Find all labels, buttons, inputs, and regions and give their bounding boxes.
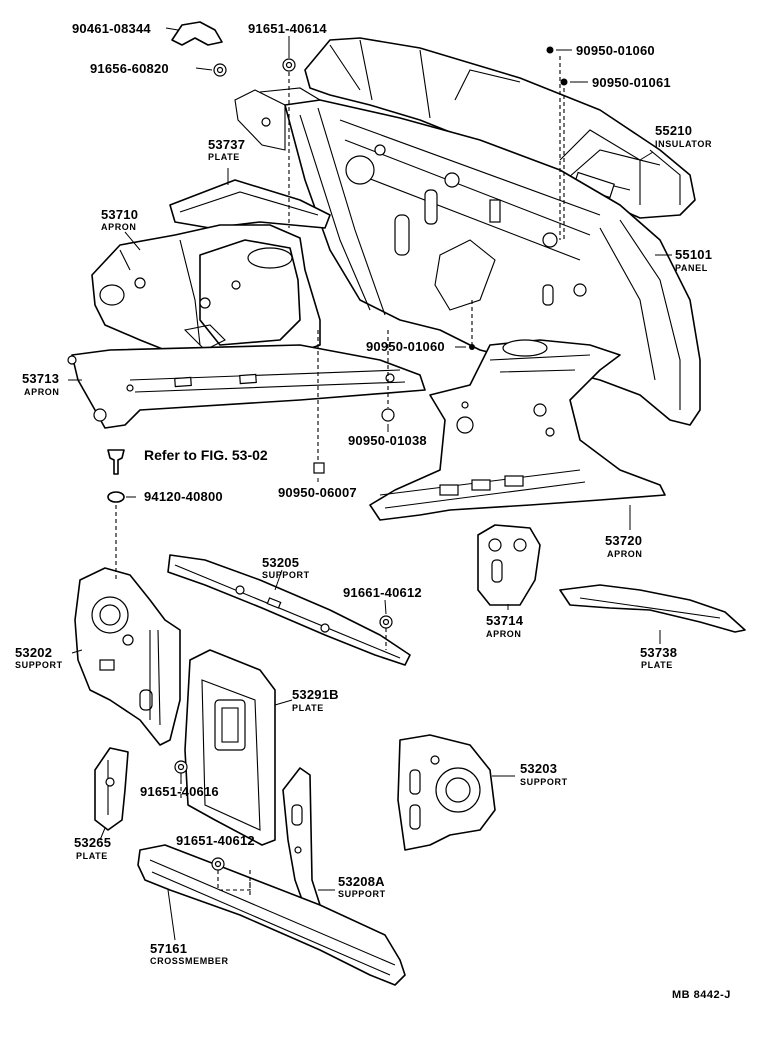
label-53737-name: PLATE	[208, 152, 240, 162]
label-53208A: 53208A	[338, 874, 385, 889]
label-91661-40612: 91661-40612	[343, 585, 422, 600]
label-53714-name: APRON	[486, 629, 522, 639]
label-53720: 53720	[605, 533, 643, 548]
label-53208A-name: SUPPORT	[338, 889, 386, 899]
label-57161-name: CROSSMEMBER	[150, 956, 229, 966]
label-55210: 55210	[655, 123, 693, 138]
label-55210-name: INSULATOR	[655, 139, 713, 149]
apron-53710-shape	[91, 224, 321, 361]
label-53291B: 53291B	[292, 687, 339, 702]
label-53713-name: APRON	[24, 387, 60, 397]
plate-53291B-shape	[184, 649, 276, 846]
crossmember-57161-shape	[137, 844, 406, 986]
label-53265-name: PLATE	[76, 851, 108, 861]
apron-53714-shape	[477, 524, 541, 606]
plate-53265-shape	[94, 747, 129, 831]
support-53202-shape	[74, 567, 181, 746]
label-53738: 53738	[640, 645, 678, 660]
label-53205-name: SUPPORT	[262, 570, 310, 580]
panel-55101-shape	[234, 87, 701, 426]
apron-53713-shape	[67, 344, 426, 429]
label-53265: 53265	[74, 835, 112, 850]
support-53208A-shape	[282, 767, 321, 909]
label-53203-name: SUPPORT	[520, 777, 568, 787]
label-53738-name: PLATE	[641, 660, 673, 670]
support-53205-shape	[167, 554, 411, 666]
label-91651-40612: 91651-40612	[176, 833, 255, 848]
label-53720-name: APRON	[607, 549, 643, 559]
label-90950-01060-top: 90950-01060	[576, 43, 655, 58]
label-91651-40616: 91651-40616	[140, 784, 219, 799]
insulator-55210-shape	[304, 37, 696, 219]
apron-53720-shape	[369, 339, 666, 521]
label-53202-name: SUPPORT	[15, 660, 63, 670]
refer-to-figure-note: Refer to FIG. 53-02	[144, 447, 268, 463]
label-90950-01060-mid: 90950-01060	[366, 339, 445, 354]
label-57161: 57161	[150, 941, 188, 956]
label-53710-name: APRON	[101, 222, 137, 232]
label-53737: 53737	[208, 137, 246, 152]
label-53291B-name: PLATE	[292, 703, 324, 713]
label-94120-40800: 94120-40800	[144, 489, 223, 504]
plate-53738-shape	[559, 584, 746, 633]
label-53203: 53203	[520, 761, 558, 776]
label-91656-60820: 91656-60820	[90, 61, 169, 76]
label-90461-08344: 90461-08344	[72, 21, 151, 36]
label-55101-name: PANEL	[675, 263, 708, 273]
label-91651-40614: 91651-40614	[248, 21, 327, 36]
label-53714: 53714	[486, 613, 524, 628]
label-53713: 53713	[22, 371, 60, 386]
leader-lines	[68, 27, 672, 941]
label-55101: 55101	[675, 247, 713, 262]
label-53202: 53202	[15, 645, 53, 660]
label-90950-01061: 90950-01061	[592, 75, 671, 90]
label-90950-06007: 90950-06007	[278, 485, 357, 500]
support-53203-shape	[397, 734, 496, 851]
fasteners	[107, 21, 568, 871]
figure-code: MB 8442-J	[672, 989, 731, 1001]
plate-53737-shape	[169, 179, 331, 229]
label-53710: 53710	[101, 207, 139, 222]
assembly-lines	[115, 56, 565, 895]
label-53205: 53205	[262, 555, 300, 570]
label-90950-01038: 90950-01038	[348, 433, 427, 448]
